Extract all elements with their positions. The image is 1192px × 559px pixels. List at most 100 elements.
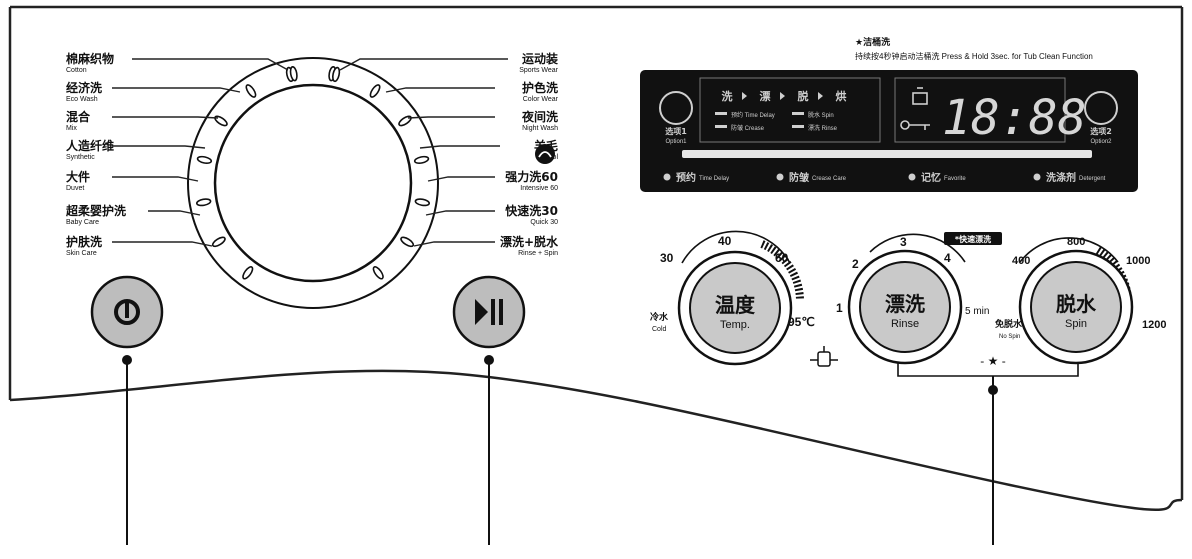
rinse-knob[interactable] — [847, 233, 966, 365]
program-left-5-zh[interactable]: 超柔婴护洗 — [65, 203, 126, 218]
stage-arrow-icon — [818, 92, 823, 100]
dial-mark — [414, 198, 431, 207]
tub-icon — [912, 87, 928, 105]
spin-label-en: Spin — [1065, 318, 1087, 330]
dial-mark — [398, 115, 412, 127]
program-right-1-zh[interactable]: 护色洗 — [522, 80, 558, 95]
dial-mark — [214, 115, 228, 127]
dial-mark — [372, 266, 384, 280]
leader-line — [112, 116, 219, 119]
dial-mark — [400, 236, 415, 248]
program-dial[interactable] — [187, 57, 439, 309]
program-leader-lines — [112, 58, 508, 247]
quick-rinse-badge-text: *快速漂洗 — [955, 234, 991, 244]
program-right-4-zh[interactable]: 强力洗60 — [505, 169, 558, 184]
program-left-3-zh[interactable]: 人造纤维 — [66, 138, 114, 153]
option1-button[interactable] — [659, 91, 693, 125]
leader-line — [339, 58, 508, 71]
leader-line — [112, 87, 241, 93]
display-digits: 18:88 — [942, 90, 1087, 146]
tub-clean-title: ★洁桶洗 — [855, 36, 890, 48]
leader-line — [385, 87, 495, 93]
dial-mark — [289, 65, 298, 82]
leader-line — [132, 58, 289, 71]
rinse-scale-3: 3 — [900, 235, 907, 249]
indicator-1-zh: 防皱 — [789, 171, 809, 184]
stage-icon-3: 烘 — [836, 89, 847, 103]
option2-button[interactable] — [1084, 91, 1118, 125]
panel-outline — [8, 5, 1184, 512]
mini-label-2: 防皱 Crease — [731, 124, 765, 132]
program-dial-marks — [195, 65, 431, 280]
spin-nospin-en: No Spin — [999, 334, 1020, 340]
program-left-1-zh[interactable]: 经济洗 — [66, 80, 102, 95]
bracket-pointer-dot — [988, 385, 998, 395]
option1-label-zh: 选项1 — [665, 126, 687, 136]
program-left-0-zh[interactable]: 棉麻织物 — [66, 51, 114, 66]
detergent-drawer-icon — [810, 346, 838, 367]
program-left-2-en: Mix — [66, 125, 77, 132]
leader-line — [413, 241, 495, 247]
temp-scale-40: 40 — [718, 234, 732, 248]
leader-line — [425, 210, 495, 216]
tub-clean-instruction: 持续按4秒钟启动洁桶洗 Press & Hold 3sec. for Tub C… — [855, 51, 1093, 61]
option2-label-en: Option2 — [1090, 139, 1112, 145]
leader-line — [112, 176, 199, 182]
lock-icon — [900, 120, 930, 130]
option2-label-zh: 选项2 — [1090, 126, 1112, 136]
start-pause-button[interactable] — [452, 275, 526, 349]
temp-cold-en: Cold — [652, 326, 667, 333]
program-left-4-en: Duvet — [66, 185, 84, 192]
program-left-3-en: Synthetic — [66, 154, 95, 161]
program-left-2-zh[interactable]: 混合 — [66, 109, 91, 124]
mini-label-bar — [792, 112, 804, 115]
program-right-0-zh[interactable]: 运动装 — [522, 51, 558, 66]
rinse-label-zh: 漂洗 — [885, 292, 925, 316]
program-right-0-en: Sports Wear — [519, 67, 558, 74]
spin-nospin-zh: 免脱水 — [995, 318, 1023, 330]
program-right-6-zh[interactable]: 漂洗+脱水 — [500, 234, 559, 249]
leader-line — [112, 241, 213, 247]
dial-mark — [369, 84, 381, 98]
indicator-dot — [663, 173, 671, 181]
program-right-2-zh[interactable]: 夜间洗 — [521, 109, 558, 124]
mini-label-bar — [715, 125, 727, 128]
stage-icon-2: 脱 — [798, 89, 809, 103]
dial-mark — [332, 66, 341, 83]
program-right-6-en: Rinse + Spin — [518, 250, 558, 257]
mini-label-bar — [715, 112, 727, 115]
rinse-spin-bracket — [897, 362, 1079, 545]
leader-line — [427, 176, 495, 182]
stage-arrow-icon — [780, 92, 785, 100]
power-button[interactable] — [90, 275, 164, 349]
program-right-5-zh[interactable]: 快速洗30 — [505, 203, 558, 218]
dial-mark — [211, 236, 226, 248]
temp-knob[interactable] — [677, 230, 804, 366]
display-panel — [640, 70, 1138, 192]
indicator-dot — [908, 173, 916, 181]
indicator-0-zh: 预约 — [676, 171, 696, 184]
indicator-1-en: Crease Care — [812, 176, 847, 182]
program-left-1-en: Eco Wash — [66, 96, 98, 103]
spin-scale-1000: 1000 — [1126, 255, 1150, 267]
stage-icon-0: 洗 — [722, 89, 733, 103]
leader-line — [407, 116, 495, 119]
program-right-2-en: Night Wash — [522, 125, 558, 132]
mini-label-3: 漂洗 Rinse — [808, 124, 838, 132]
program-left-4-zh[interactable]: 大件 — [66, 169, 90, 184]
temp-label-en: Temp. — [720, 319, 750, 331]
temp-label-zh: 温度 — [715, 293, 756, 317]
program-left-6-zh[interactable]: 护肤洗 — [66, 234, 102, 249]
temp-scale-30: 30 — [660, 251, 674, 265]
rinse-label-en: Rinse — [891, 318, 919, 330]
temp-scale-60: 60 — [775, 251, 789, 265]
indicator-0-en: Time Delay — [699, 176, 729, 182]
spin-label-zh: 脱水 — [1056, 292, 1097, 316]
indicator-3-en: Detergent — [1079, 176, 1106, 182]
spin-knob[interactable] — [1018, 237, 1134, 365]
dial-mark — [413, 155, 430, 164]
program-right-1-en: Color Wear — [523, 96, 559, 103]
